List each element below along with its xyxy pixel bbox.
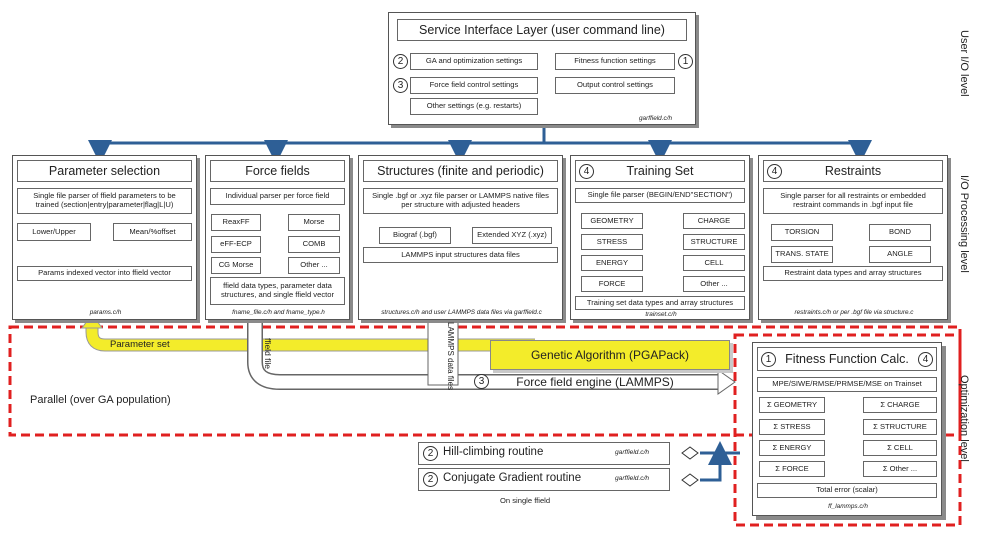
- fitness-settings: Fitness function settings: [555, 53, 675, 70]
- ff-footer: fname_file.c/h and fname_type.h: [232, 309, 325, 316]
- ga-settings: GA and optimization settings: [410, 53, 538, 70]
- restr-trans-state: TRANS. STATE: [771, 246, 833, 263]
- level-io-processing: I/O Processing level: [958, 175, 970, 273]
- fitness-num-right: 4: [918, 352, 933, 367]
- fitness-cell: Σ CELL: [863, 440, 937, 456]
- restr-desc: Single parser for all restraints or embe…: [763, 188, 943, 214]
- struct-title: Structures (finite and periodic): [363, 160, 558, 182]
- ff-engine-num: 3: [474, 374, 489, 389]
- fitness-region: [733, 333, 962, 527]
- struct-biograf: Biograf (.bgf): [379, 227, 451, 244]
- train-types: Training set data types and array struct…: [575, 296, 745, 310]
- fitness-force: Σ FORCE: [759, 461, 825, 477]
- hill-climbing-box: 2 Hill-climbing routine garffield.c/h: [418, 442, 670, 465]
- param-lower-upper: Lower/Upper: [17, 223, 91, 241]
- ff-eff-ecp: eFF-ECP: [211, 236, 261, 253]
- restr-types: Restraint data types and array structure…: [763, 266, 943, 281]
- fitness-energy: Σ ENERGY: [759, 440, 825, 456]
- service-interface-panel: Service Interface Layer (user command li…: [388, 12, 696, 125]
- fitness-title: Fitness Function Calc.: [757, 347, 937, 371]
- hill-num: 2: [423, 446, 438, 461]
- cg-file: garffield.c/h: [615, 475, 650, 482]
- lammps-data-files-label: LAMMPS data files: [446, 322, 455, 391]
- param-footer: params.c/h: [89, 309, 122, 316]
- restr-num: 4: [767, 164, 782, 179]
- fitness-function-panel: Fitness Function Calc. 1 4 MPE/SIWE/RMSE…: [752, 342, 942, 516]
- fitness-footer: ff_lammps.c/h: [828, 503, 868, 510]
- parameter-selection-panel: Parameter selection Single file parser o…: [12, 155, 197, 320]
- fitness-geometry: Σ GEOMETRY: [759, 397, 825, 413]
- train-stress: STRESS: [581, 234, 643, 250]
- restr-bond: BOND: [869, 224, 931, 241]
- param-mean-offset: Mean/%offset: [113, 223, 192, 241]
- train-other: Other ...: [683, 276, 745, 292]
- fitness-num-left: 1: [761, 352, 776, 367]
- fitness-charge: Σ CHARGE: [863, 397, 937, 413]
- num-ga: 2: [393, 54, 408, 69]
- struct-lammps-files: LAMMPS input structures data files: [363, 247, 558, 263]
- restr-footer: restraints.c/h or per .bgf file via stru…: [794, 309, 914, 316]
- parameter-set-label: Parameter set: [110, 339, 170, 350]
- train-desc: Single file parser (BEGIN/END"SECTION"): [575, 188, 745, 203]
- restr-torsion: TORSION: [771, 224, 833, 241]
- cg-num: 2: [423, 472, 438, 487]
- service-title: Service Interface Layer (user command li…: [397, 19, 687, 41]
- hill-label: Hill-climbing routine: [443, 446, 544, 458]
- distribution-arrows: [88, 127, 872, 164]
- cg-label: Conjugate Gradient routine: [443, 472, 582, 484]
- ff-other: Other ...: [288, 257, 340, 274]
- ff-comb: COMB: [288, 236, 340, 253]
- fitness-stress: Σ STRESS: [759, 419, 825, 435]
- ff-control-settings: Force field control settings: [410, 77, 538, 94]
- train-title: Training Set: [575, 160, 745, 182]
- ffield-file-label: ffield file: [263, 338, 273, 370]
- ff-types: ffield data types, parameter data struct…: [210, 277, 345, 305]
- ff-engine-label: Force field engine (LAMMPS): [516, 375, 674, 389]
- train-num: 4: [579, 164, 594, 179]
- train-force: FORCE: [581, 276, 643, 292]
- hill-file: garffield.c/h: [615, 449, 650, 456]
- train-geometry: GEOMETRY: [581, 213, 643, 229]
- level-user-io: User I/O level: [958, 30, 970, 97]
- parallel-region: [8, 325, 962, 437]
- fitness-other: Σ Other ...: [863, 461, 937, 477]
- param-title: Parameter selection: [17, 160, 192, 182]
- struct-footer: structures.c/h and user LAMMPS data file…: [381, 309, 542, 316]
- ff-cg-morse: CG Morse: [211, 257, 261, 274]
- local-routines-link: [700, 441, 740, 482]
- other-settings: Other settings (e.g. restarts): [410, 98, 538, 115]
- service-footer: garffield.c/h: [639, 115, 673, 122]
- restr-title: Restraints: [763, 160, 943, 182]
- train-energy: ENERGY: [581, 255, 643, 271]
- ff-reaxff: ReaxFF: [211, 214, 261, 231]
- train-structure: STRUCTURE: [683, 234, 745, 250]
- restr-angle: ANGLE: [869, 246, 931, 263]
- num-ff: 3: [393, 78, 408, 93]
- num-fitness: 1: [678, 54, 693, 69]
- fitness-metrics: MPE/SIWE/RMSE/PRMSE/MSE on Trainset: [757, 377, 937, 392]
- structures-panel: Structures (finite and periodic) Single …: [358, 155, 563, 320]
- train-footer: trainset.c/h: [645, 311, 677, 318]
- ff-morse: Morse: [288, 214, 340, 231]
- local-footer: On single ffield: [500, 496, 551, 505]
- force-fields-panel: Force fields Individual parser per force…: [205, 155, 350, 320]
- train-cell: CELL: [683, 255, 745, 271]
- conjugate-gradient-box: 2 Conjugate Gradient routine garffield.c…: [418, 468, 670, 491]
- param-indexed: Params indexed vector into ffield vector: [17, 266, 192, 281]
- struct-xyz: Extended XYZ (.xyz): [472, 227, 552, 244]
- ff-title: Force fields: [210, 160, 345, 182]
- training-set-panel: Training Set 4 Single file parser (BEGIN…: [570, 155, 750, 320]
- fitness-structure: Σ STRUCTURE: [863, 419, 937, 435]
- fitness-total: Total error (scalar): [757, 483, 937, 498]
- genetic-algorithm-box: Genetic Algorithm (PGAPack): [490, 340, 730, 370]
- level-optimization: Optimization level: [958, 375, 970, 462]
- output-control-settings: Output control settings: [555, 77, 675, 94]
- train-charge: CHARGE: [683, 213, 745, 229]
- restraints-panel: Restraints 4 Single parser for all restr…: [758, 155, 948, 320]
- struct-desc: Single .bgf or .xyz file parser or LAMMP…: [363, 188, 558, 214]
- ff-desc: Individual parser per force field: [210, 188, 345, 205]
- param-desc: Single file parser of ffield parameters …: [17, 188, 192, 214]
- parallel-label: Parallel (over GA population): [30, 394, 171, 406]
